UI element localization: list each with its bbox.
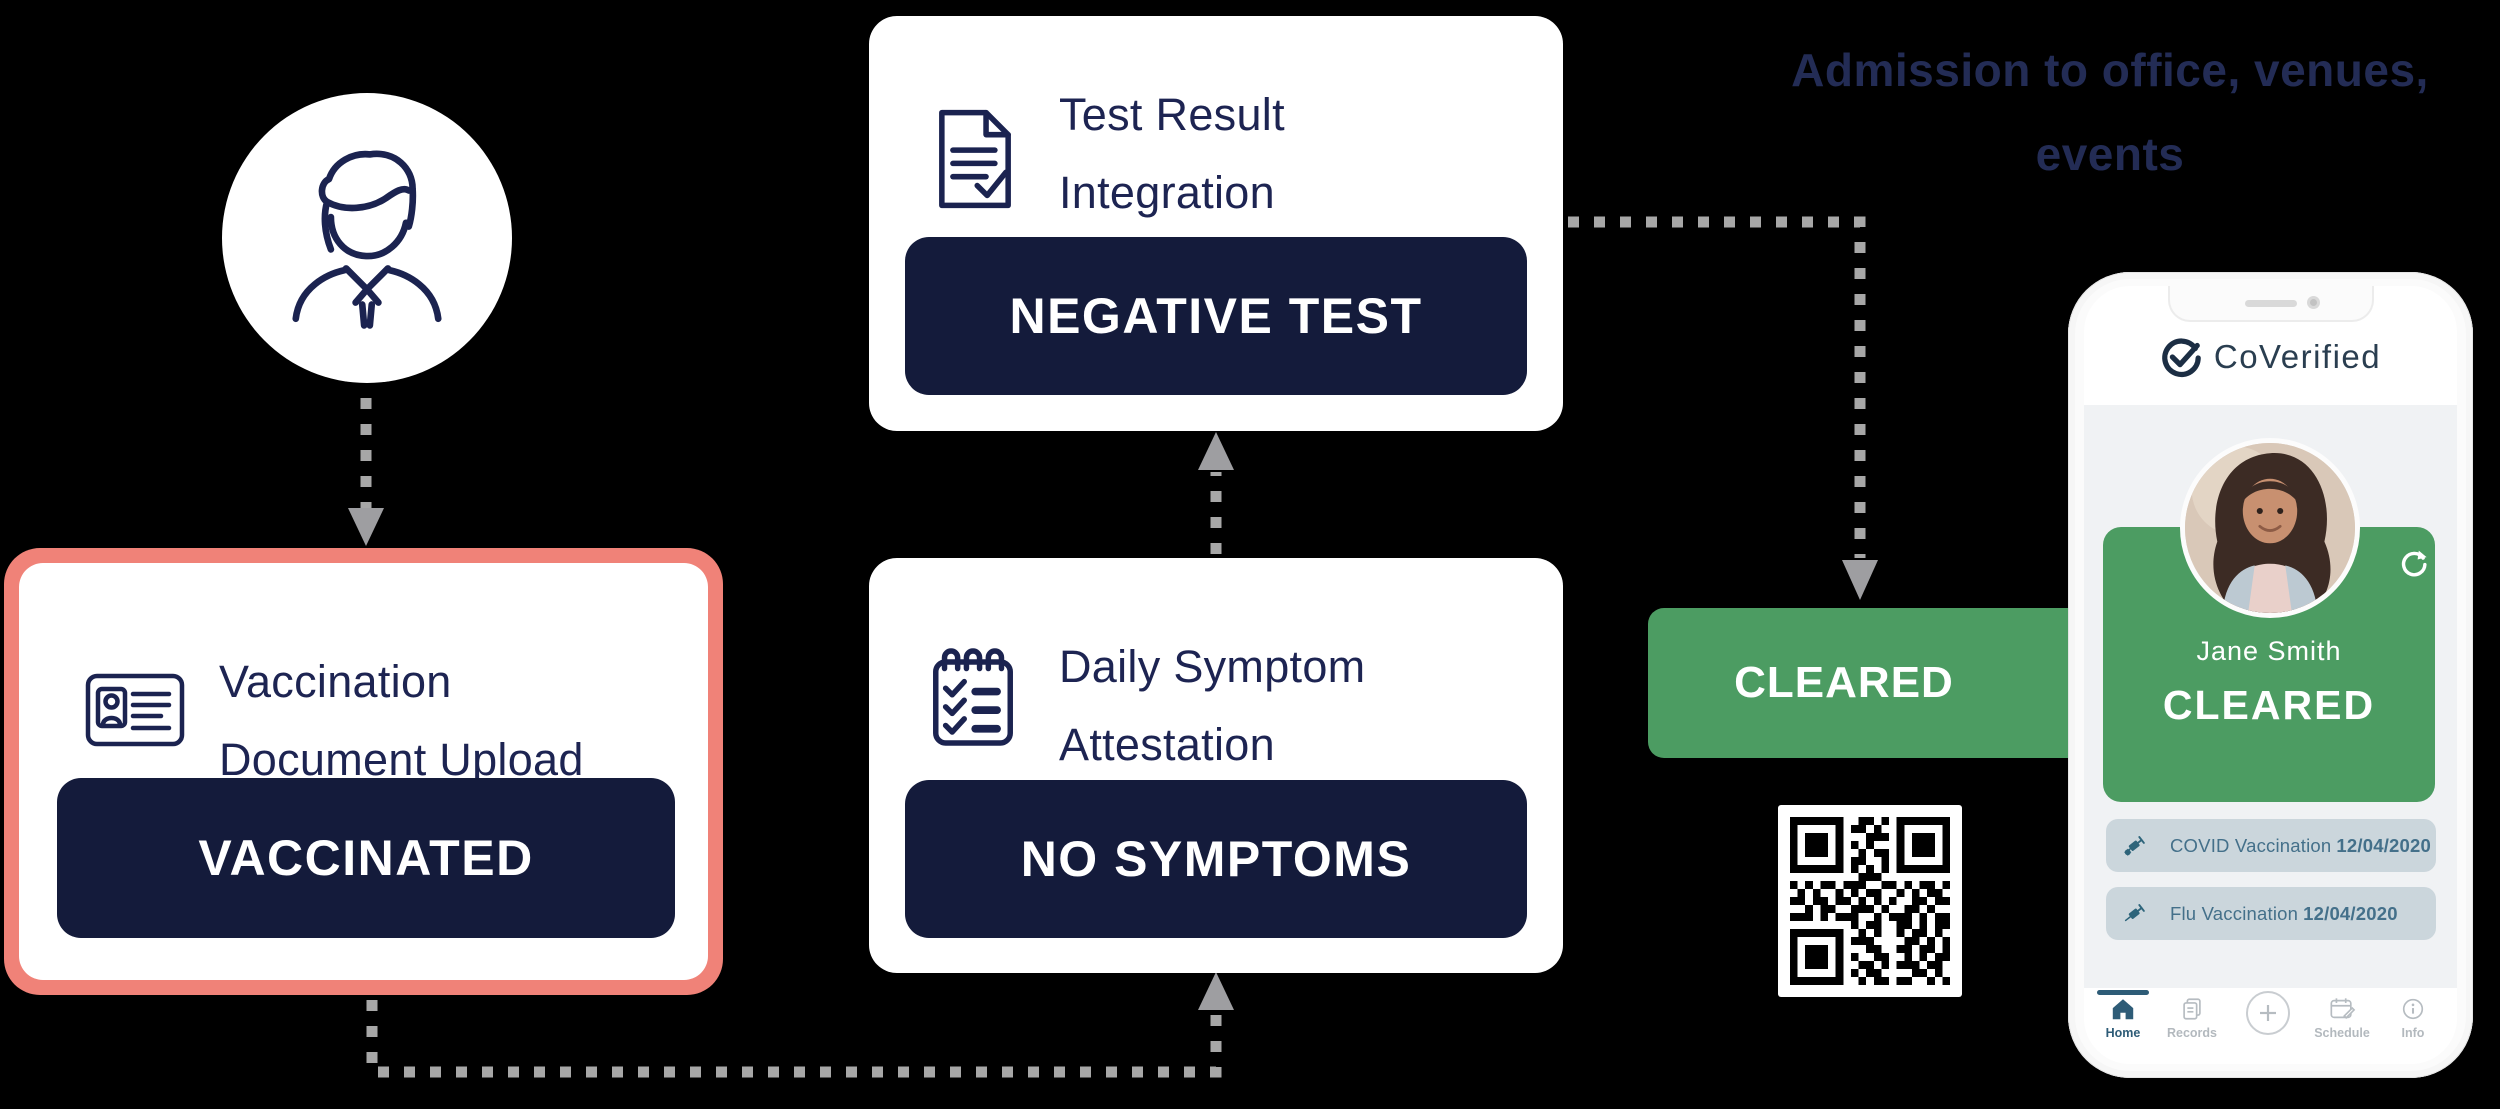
phone-screen: CoVerified [2084, 286, 2457, 1064]
phone-mockup: CoVerified [2068, 272, 2473, 1078]
nav-schedule[interactable]: Schedule [2310, 996, 2374, 1040]
arrow-test-to-cleared [1568, 216, 1866, 558]
person-icon [292, 150, 442, 329]
nav-records[interactable]: Records [2160, 996, 2224, 1040]
plus-icon [2246, 991, 2290, 1035]
qr-code [1778, 805, 1962, 997]
vaccinated-status-button[interactable]: VACCINATED [57, 778, 675, 938]
arrowhead-down-icon [348, 508, 384, 546]
headline-line2: events [2035, 128, 2185, 180]
brand-name: CoVerified [2213, 338, 2382, 375]
camera-icon [2307, 296, 2320, 309]
vaccination-card-title: Vaccination Document Upload [219, 656, 584, 785]
nav-add[interactable] [2236, 990, 2300, 1036]
speaker-icon [2245, 300, 2297, 307]
symptom-card-title: Daily Symptom Attestation [1059, 641, 1366, 770]
cleared-badge: CLEARED [1648, 608, 2092, 758]
info-icon [2402, 998, 2424, 1020]
user-status: CLEARED [2162, 682, 2376, 728]
vaccination-card: Vaccination Document Upload VACCINATED [4, 548, 723, 995]
headline-line1: Admission to office, venues, [1791, 44, 2429, 96]
syringe-icon [2124, 904, 2145, 922]
cleared-badge-label: CLEARED [1734, 658, 1954, 707]
document-check-icon [939, 109, 1011, 209]
headline: Admission to office, venues, events [1740, 28, 2480, 196]
arrowhead-up-icon [1198, 432, 1234, 470]
avatar [2180, 438, 2360, 618]
nav-info[interactable]: Info [2381, 996, 2445, 1040]
id-card-icon [85, 673, 185, 747]
test-result-card: Test Result Integration NEGATIVE TEST [869, 16, 1563, 431]
syringe-icon [2124, 836, 2145, 856]
qr-code-matrix [1790, 817, 1950, 985]
logo-check-icon [2162, 338, 2201, 378]
bottom-nav: Home Records [2084, 988, 2457, 1064]
home-icon [2112, 999, 2134, 1020]
arrowhead-down-icon [1842, 560, 1878, 600]
phone-notch [2168, 286, 2374, 322]
refresh-icon[interactable] [2398, 548, 2430, 580]
vaccination-card-body: Vaccination Document Upload VACCINATED [19, 563, 708, 980]
arrowhead-up-icon [1198, 972, 1234, 1010]
nav-home[interactable]: Home [2091, 996, 2155, 1040]
no-symptoms-status-button[interactable]: NO SYMPTOMS [905, 780, 1527, 938]
records-icon [2183, 998, 2201, 1020]
checklist-icon [933, 648, 1013, 746]
negative-test-status-button[interactable]: NEGATIVE TEST [905, 237, 1527, 395]
symptom-card: Daily Symptom Attestation NO SYMPTOMS [869, 558, 1563, 973]
active-tab-indicator [2097, 990, 2149, 995]
employee-node [222, 93, 512, 383]
schedule-icon [2330, 998, 2356, 1020]
arrow-vaccination-to-symptom [366, 1000, 1222, 1078]
app-header: CoVerified [2084, 336, 2457, 378]
user-name: Jane Smith [2196, 636, 2342, 666]
test-result-card-title: Test Result Integration [1059, 89, 1285, 218]
